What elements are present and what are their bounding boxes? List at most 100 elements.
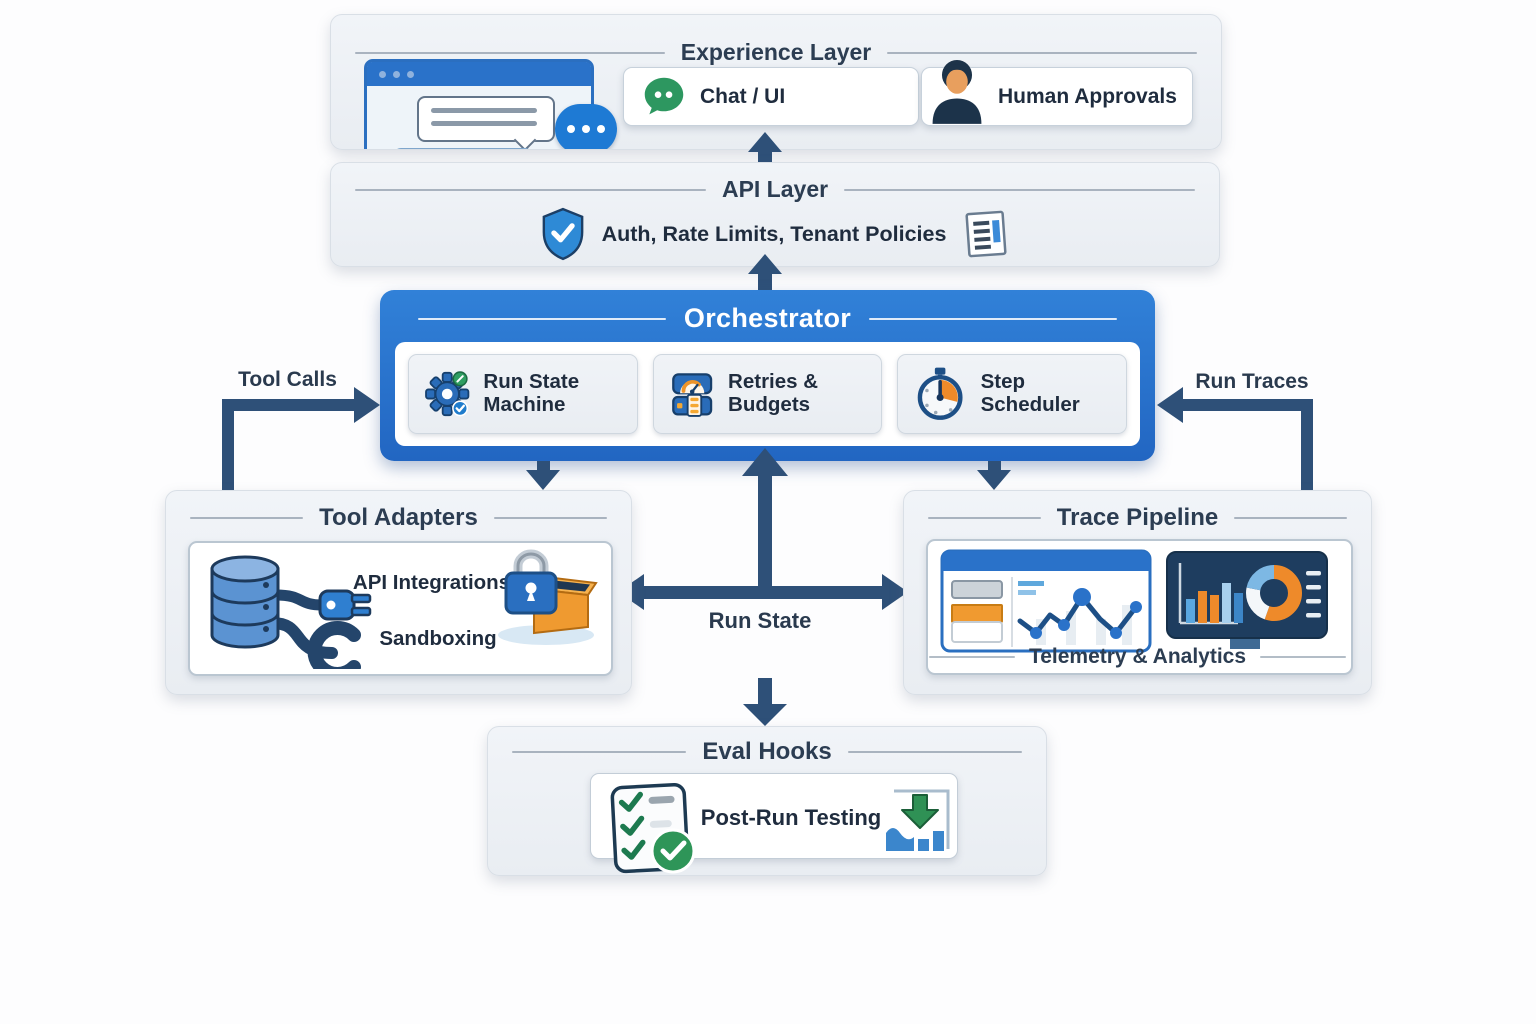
step-scheduler-label: Step Scheduler [980,370,1080,416]
trace-pipeline-panel: Trace Pipeline [903,490,1372,695]
divider [887,51,1198,54]
chat-bubble-icon [644,77,684,114]
divider [493,517,608,519]
arrowhead-down-to-eval [743,704,787,726]
api-layer-caption: Auth, Rate Limits, Tenant Policies [601,221,947,246]
arrow-shaft [537,461,550,472]
window-dot [393,71,400,78]
eval-hooks-header: Eval Hooks [488,738,1046,766]
text-line [431,108,537,113]
orchestrator-body: Run State Machine Retries & Budgets [395,342,1140,446]
experience-layer-panel: Experience Layer [330,14,1222,150]
tool-calls-label: Tool Calls [238,368,337,391]
arrow-up-to-api [748,254,782,274]
dot [567,125,575,133]
database-plug-icon [210,555,372,669]
checklist-icon [610,783,696,874]
api-integrations-label: API Integrations [352,571,511,594]
trace-pipeline-header: Trace Pipeline [904,504,1371,532]
orchestrator-header: Orchestrator [380,303,1155,334]
person-icon [932,59,982,124]
divider [190,517,304,519]
human-approvals-card: Human Approvals [921,59,1193,126]
divider [928,517,1041,519]
run-state-label: Run State [708,608,812,633]
gear-state-icon [425,371,470,417]
arrow-shaft-to-eval [758,678,772,706]
api-layer-header: API Layer [331,176,1219,203]
telemetry-caption-row: Telemetry & Analytics [904,645,1371,669]
arrow-down-to-trace-pipeline [977,470,1011,490]
browser-titlebar [367,62,591,86]
stopwatch-icon [918,367,963,420]
tool-adapters-header: Tool Adapters [166,504,631,532]
arrow-shaft [758,272,772,290]
human-approvals-label: Human Approvals [998,84,1177,108]
run-state-machine-card: Run State Machine [408,354,638,434]
step-scheduler-card: Step Scheduler [897,354,1128,434]
run-state-arrow-horizontal [640,586,885,599]
tool-calls-arrow [222,399,354,411]
run-state-arrowhead-up [742,448,788,476]
shield-check-icon [542,207,583,261]
orchestrator-panel: Orchestrator [380,290,1155,461]
divider [1234,517,1348,519]
post-run-testing-label: Post-Run Testing [700,805,882,830]
run-traces-arrow [1301,399,1313,490]
sandboxing-label: Sandboxing [379,627,497,650]
tool-calls-arrowhead [354,387,380,423]
chart-download-icon [886,789,950,851]
run-state-arrow-vertical [758,474,772,592]
run-traces-arrowhead [1157,387,1183,423]
divider [844,188,1196,191]
tool-adapters-panel: Tool Adapters API Integrations Sandbo [165,490,632,695]
api-layer-content: Auth, Rate Limits, Tenant Policies [331,205,1219,263]
tool-calls-arrow [222,399,234,490]
retry-budget-icon [671,373,712,417]
chat-ui-label: Chat / UI [700,84,786,108]
divider [355,51,665,54]
chat-reply-bubble [393,148,533,149]
lock-sandbox-icon [498,549,598,645]
retries-budgets-card: Retries & Budgets [652,354,883,434]
eval-hooks-panel: Eval Hooks Post-Run Testing [487,726,1047,876]
retries-budgets-label: Retries & Budgets [728,370,819,416]
divider [847,751,1023,753]
eval-hooks-title: Eval Hooks [702,738,832,765]
text-line [431,121,537,126]
divider [418,317,666,320]
api-layer-panel: API Layer Auth, Rate Limits, Tenant Poli… [330,162,1220,267]
dot [582,125,590,133]
window-dot [379,71,386,78]
arrow-shaft [988,461,1001,472]
dot [597,125,605,133]
chat-ui-card: Chat / UI [623,67,919,126]
arrow-down-to-tool-adapters [526,470,560,490]
policy-document-icon [965,210,1007,258]
telemetry-window-icon [940,549,1152,653]
tool-adapters-title: Tool Adapters [319,504,478,531]
typing-bubble-icon [555,104,617,149]
window-dot [407,71,414,78]
trace-pipeline-title: Trace Pipeline [1056,504,1219,531]
api-layer-title: API Layer [721,176,829,202]
experience-layer-header: Experience Layer [331,39,1221,66]
bubble-tail [513,128,537,149]
experience-layer-title: Experience Layer [680,39,872,65]
chat-message-bubble [417,96,555,149]
analytics-dashboard-icon [1166,551,1328,649]
browser-window-icon [364,59,617,149]
divider [512,751,687,753]
divider [1260,656,1347,658]
divider [355,188,706,191]
bubble-tail [589,143,613,149]
divider [869,317,1117,320]
divider [928,656,1015,658]
orchestrator-title: Orchestrator [683,303,852,333]
arrow-shaft [758,150,772,162]
run-state-machine-label: Run State Machine [483,370,580,416]
run-traces-label: Run Traces [1195,370,1309,393]
run-traces-arrow [1183,399,1313,411]
arrow-up-to-experience [748,132,782,152]
